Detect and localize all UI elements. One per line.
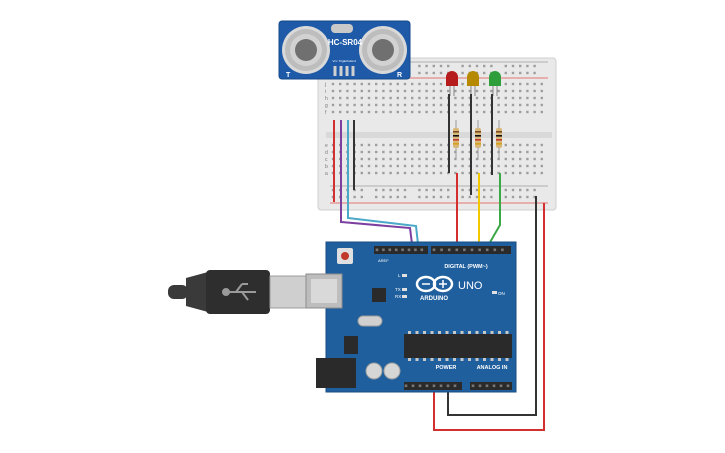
digital-label: DIGITAL (PWM~) (444, 264, 488, 270)
resistor[interactable] (496, 120, 502, 160)
row-letter: g (325, 103, 328, 109)
rx-label: RX (395, 294, 401, 299)
aref-label: AREF (378, 258, 389, 263)
row-letter: c (325, 157, 328, 163)
sensor-pin (339, 66, 343, 76)
arduino-brand: ARDUINO (420, 296, 448, 302)
wire-purple-sensor[interactable] (340, 120, 413, 245)
led-red[interactable] (446, 71, 458, 96)
row-letter: b (325, 164, 328, 170)
row-letter: a (325, 171, 328, 177)
row-letter: j (324, 82, 326, 88)
arduino-uno[interactable]: DIGITAL (PWM~) AREF ARDUINO UNO ON L TX … (305, 241, 517, 393)
breadboard-holes (331, 64, 543, 199)
wire-black-gnd[interactable] (447, 196, 537, 416)
analog-label: ANALOG IN (477, 365, 508, 371)
led-group (446, 71, 501, 96)
row-letter: d (325, 150, 328, 156)
wire-red-5v[interactable] (433, 203, 545, 431)
row-letter: i (325, 89, 326, 95)
breadboard-jumpers (353, 94, 493, 195)
sensor-pin-label: Vcc (332, 59, 338, 63)
sensor-pin (333, 66, 337, 76)
power-analog-pin-header (404, 384, 510, 388)
sensor-label: HC-SR04 (328, 38, 363, 47)
l-label: L (398, 273, 401, 278)
sensor-pin-label: Gnd (350, 59, 356, 63)
sensor-corner-t: T (286, 72, 291, 79)
atmega-pins (408, 331, 509, 361)
resistor[interactable] (475, 120, 481, 160)
usb-cable (168, 270, 307, 314)
sensor-corner-r: R (397, 72, 402, 79)
sensor-pin-label: Echo (344, 59, 351, 63)
sensor-pin (345, 66, 349, 76)
usb-icon (222, 283, 256, 301)
row-letter: e (325, 143, 328, 149)
wire-green-led[interactable] (488, 173, 501, 245)
arduino-model: UNO (458, 280, 483, 292)
power-label: POWER (436, 365, 457, 371)
row-letter: h (325, 96, 328, 102)
sensor-pin (351, 66, 355, 76)
on-label: ON (498, 291, 505, 296)
arduino-logo (415, 275, 454, 293)
wire-cyan-sensor[interactable] (347, 120, 419, 245)
resistor[interactable] (453, 120, 459, 160)
sensor-pin-label: Trig (338, 59, 343, 63)
tx-label: TX (395, 287, 401, 292)
digital-pin-header (375, 248, 504, 252)
wires (333, 120, 545, 431)
resistor-group (453, 120, 502, 160)
row-letter: f (325, 110, 327, 116)
